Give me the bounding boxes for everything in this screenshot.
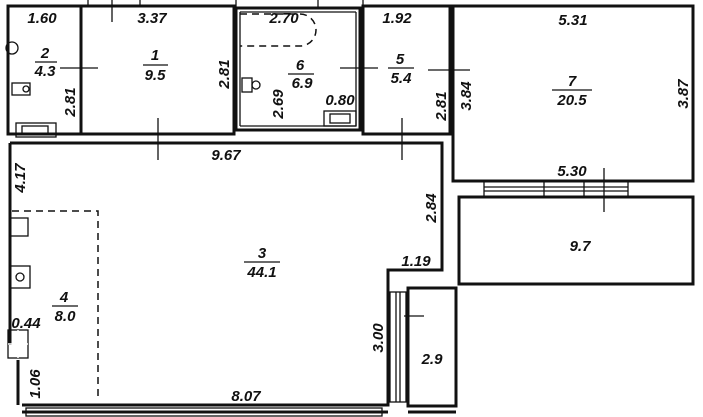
dim-8-07: 8.07 bbox=[231, 388, 261, 405]
dim-1-06: 1.06 bbox=[27, 369, 44, 399]
window-room-7 bbox=[483, 180, 629, 198]
dim-3-84: 3.84 bbox=[458, 81, 475, 111]
window-living bbox=[389, 291, 407, 403]
bathtub-icon bbox=[240, 13, 317, 47]
sink-room-2-icon bbox=[15, 122, 57, 138]
room-labels: 2 4.3 1 9.5 6 6.9 5 5.4 7 20.5 3 44.1 4 … bbox=[34, 45, 592, 368]
balcony-2-wall bbox=[406, 286, 458, 408]
stove-icon bbox=[9, 265, 31, 289]
stove-burner-icon bbox=[15, 272, 25, 282]
room-4-area: 8.0 bbox=[55, 308, 77, 325]
room-3-area: 44.1 bbox=[246, 264, 276, 281]
dim-2-70: 2.70 bbox=[268, 10, 299, 27]
toilet-room-2-bowl-icon bbox=[22, 85, 30, 93]
dim-9-67: 9.67 bbox=[211, 147, 241, 164]
walls bbox=[6, 0, 695, 414]
sink-icon bbox=[323, 110, 357, 127]
dim-3-87: 3.87 bbox=[675, 79, 692, 109]
toilet-room-2-icon bbox=[11, 82, 31, 96]
room-7-number: 7 bbox=[568, 73, 577, 90]
dim-1-19: 1.19 bbox=[401, 253, 431, 270]
sink-room-2-basin-icon bbox=[21, 125, 49, 135]
room-6-number: 6 bbox=[296, 57, 305, 74]
room-7-area: 20.5 bbox=[556, 92, 587, 109]
fixtures bbox=[5, 13, 357, 400]
dim-3-00: 3.00 bbox=[370, 323, 387, 353]
room-1-area: 9.5 bbox=[145, 67, 167, 84]
dim-2-84: 2.84 bbox=[423, 193, 440, 224]
room-2-number: 2 bbox=[40, 45, 50, 62]
room-4-number: 4 bbox=[59, 289, 69, 306]
toilet-icon bbox=[241, 77, 253, 93]
room-5-number: 5 bbox=[396, 51, 405, 68]
balcony-1-area: 9.7 bbox=[570, 238, 592, 255]
windows bbox=[25, 180, 629, 417]
dim-2-69: 2.69 bbox=[270, 89, 287, 120]
washer-icon bbox=[5, 41, 19, 55]
kitchen-zone-outline bbox=[12, 210, 99, 400]
dim-5-30: 5.30 bbox=[557, 163, 587, 180]
room-6-area: 6.9 bbox=[292, 75, 314, 92]
balcony-2-area: 2.9 bbox=[421, 351, 444, 368]
sink-basin-icon bbox=[329, 113, 351, 124]
room-3-wall bbox=[10, 141, 444, 407]
toilet-bowl-icon bbox=[251, 80, 261, 90]
dimension-labels: 1.60 3.37 2.70 1.92 5.31 9.67 5.30 1.19 … bbox=[11, 10, 692, 405]
room-2-area: 4.3 bbox=[34, 63, 57, 80]
dim-4-17: 4.17 bbox=[12, 163, 29, 194]
dim-0-80: 0.80 bbox=[325, 92, 355, 109]
dim-1-60: 1.60 bbox=[27, 10, 57, 27]
dim-2-81-room-5: 2.81 bbox=[433, 91, 450, 121]
dim-2-81-room-1: 2.81 bbox=[216, 59, 233, 89]
dim-3-37: 3.37 bbox=[137, 10, 167, 27]
dim-0-44: 0.44 bbox=[11, 315, 41, 332]
room-6-wall bbox=[234, 6, 362, 132]
window-bottom bbox=[25, 407, 383, 417]
fridge-icon bbox=[9, 217, 29, 237]
room-5-area: 5.4 bbox=[391, 70, 413, 87]
room-3-number: 3 bbox=[258, 245, 267, 262]
dim-2-81-room-2: 2.81 bbox=[62, 87, 79, 117]
dim-5-31: 5.31 bbox=[558, 12, 587, 29]
tick-marks bbox=[60, 67, 605, 317]
dim-1-92: 1.92 bbox=[382, 10, 412, 27]
room-1-number: 1 bbox=[151, 47, 159, 64]
